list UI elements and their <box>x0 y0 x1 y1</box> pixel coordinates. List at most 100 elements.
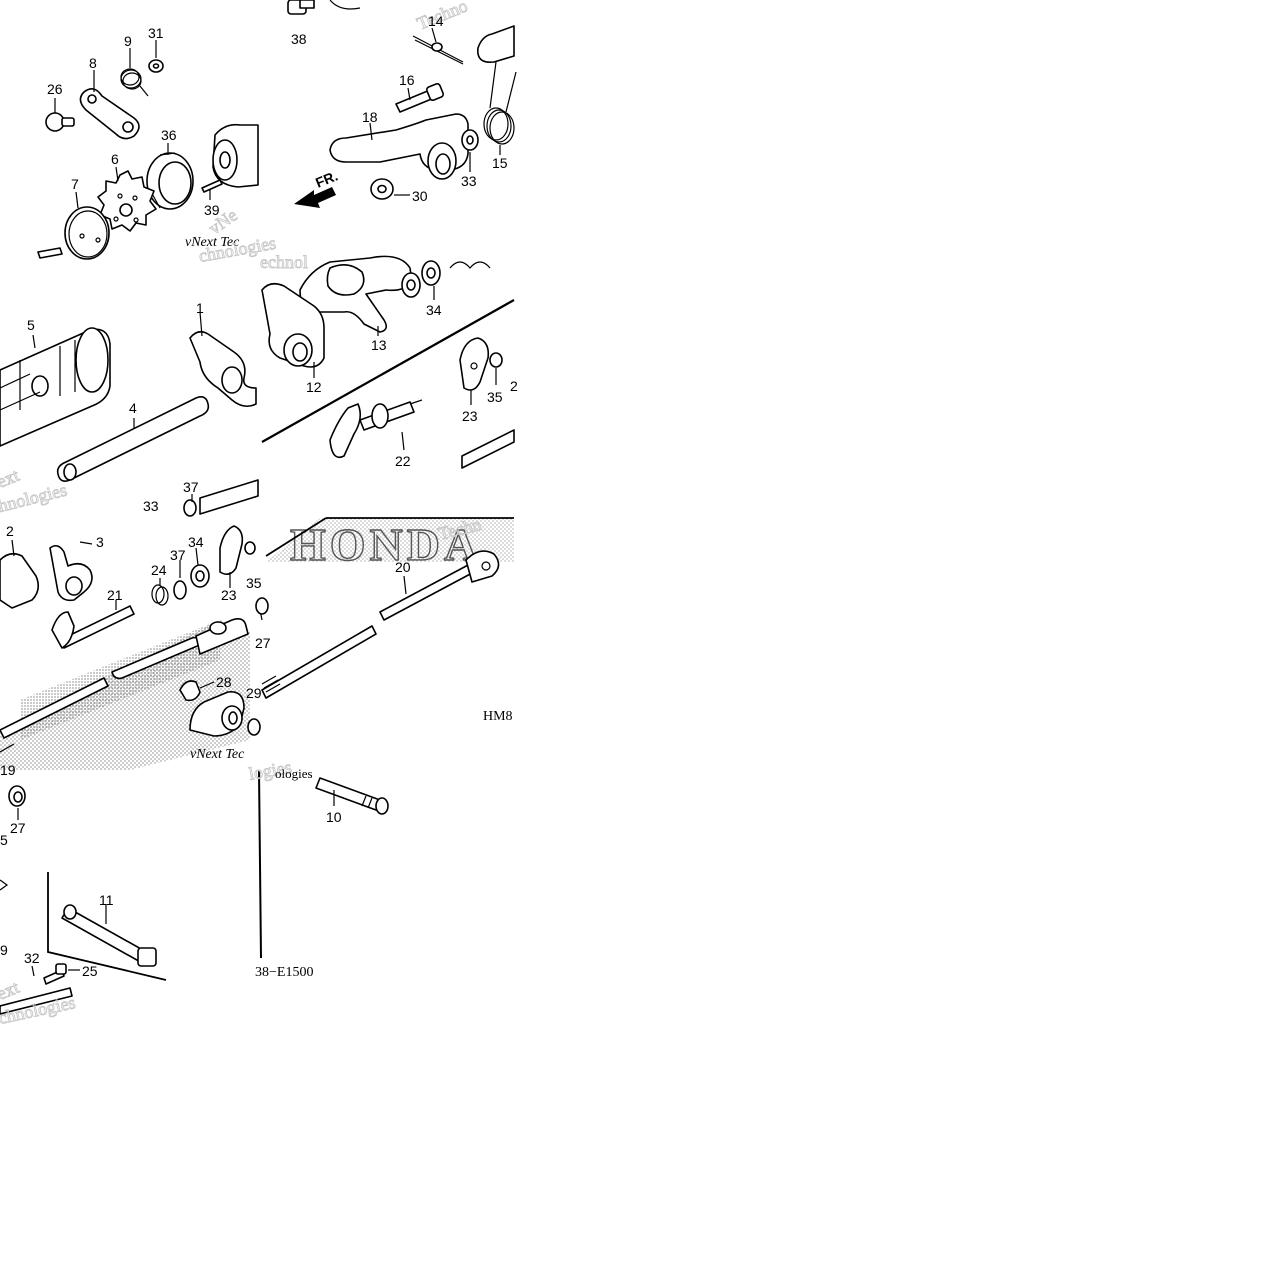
shaft-pair-part <box>111 618 249 680</box>
callout-37b: 37 <box>170 547 186 563</box>
callout-23: 23 <box>462 408 478 424</box>
callout-11: 11 <box>99 892 114 908</box>
callout-4: 4 <box>129 400 137 416</box>
tile-top-middle <box>287 0 517 208</box>
washer-35b-partial-part <box>244 541 256 555</box>
washer-37-34-part <box>173 547 210 600</box>
callout-28: 28 <box>216 674 232 690</box>
callout-13: 13 <box>371 337 387 353</box>
fork-1-part <box>189 311 257 408</box>
callout-labels: 38 14 31 9 8 26 36 6 7 39 16 18 33 15 30… <box>0 13 518 980</box>
callout-32: 32 <box>24 950 40 966</box>
watermark-text: echnol <box>260 252 308 272</box>
washer-27-partial-part <box>255 597 269 615</box>
honda-logo: HONDA <box>266 518 514 571</box>
spring-9-part <box>120 68 149 97</box>
honda-logo-text: HONDA <box>290 519 481 570</box>
front-arrow-label: FR. <box>313 167 340 190</box>
stud-16-part <box>395 82 445 113</box>
spring-15-part <box>483 61 517 155</box>
callout-22: 22 <box>395 453 411 469</box>
callout-35: 35 <box>487 389 503 405</box>
bolt-38-part <box>287 0 361 15</box>
drum-partial-part <box>212 123 259 188</box>
divider-line <box>261 299 515 443</box>
tile-bottom-left <box>0 525 250 770</box>
star-plate-6-part <box>97 170 157 232</box>
frame-vertical-line <box>258 770 262 959</box>
bolt-26-part <box>45 112 75 132</box>
tile-lower-left <box>0 785 167 1015</box>
honda-logo-underline <box>265 517 327 557</box>
front-arrow-icon <box>294 187 336 208</box>
fork-3-part <box>49 541 93 602</box>
callout-10: 10 <box>326 809 342 825</box>
clip-28-part <box>179 680 215 702</box>
shaft-4-part <box>56 396 210 482</box>
callout-27b: 27 <box>10 820 26 836</box>
callout-3: 3 <box>96 534 104 550</box>
spring-24-part <box>151 578 169 606</box>
tile-top-left <box>37 40 259 260</box>
washer-34-part <box>401 260 491 300</box>
callout-21: 21 <box>107 587 123 603</box>
callout-15: 15 <box>492 155 508 171</box>
callout-16: 16 <box>399 72 415 88</box>
callout-31: 31 <box>148 25 164 41</box>
shaft-21-part <box>51 600 135 649</box>
tile-lower-center <box>258 770 389 959</box>
callout-33: 33 <box>461 173 477 189</box>
washer-33-part <box>461 129 479 172</box>
arrow-mark <box>0 879 9 891</box>
callout-19: 19 <box>0 762 16 778</box>
callout-34: 34 <box>426 302 442 318</box>
plate-13-part <box>299 255 413 336</box>
washer-31-part <box>148 59 164 73</box>
gasket-7-part <box>64 206 110 260</box>
callout-29: 29 <box>246 685 262 701</box>
shaft-11-frame <box>47 872 167 981</box>
bracket-12-part <box>261 282 325 378</box>
callout-2b: 2 <box>6 523 14 539</box>
callout-12: 12 <box>306 379 322 395</box>
shaft-partial-part <box>183 479 259 517</box>
shift-arm-bottom-part <box>189 691 245 737</box>
watermark-text: ext <box>0 977 22 1004</box>
callout-27: 27 <box>255 635 271 651</box>
tile-middle-left <box>0 311 259 517</box>
plate-23-part <box>459 337 490 405</box>
callout-23b: 23 <box>221 587 237 603</box>
callout-7: 7 <box>71 176 79 192</box>
watermark-text: vNext Tec <box>190 747 245 762</box>
diagram-code-fragment: HM8 <box>483 709 513 724</box>
callout-1: 1 <box>196 300 204 316</box>
tile1-leaders <box>54 40 211 209</box>
tile-bottom-center: HONDA <box>244 517 514 736</box>
spline-shaft-32-part <box>0 987 73 1015</box>
callout-14: 14 <box>428 13 444 29</box>
callout-6: 6 <box>111 151 119 167</box>
cap-27-part <box>8 785 26 820</box>
callout-33b: 33 <box>143 498 159 514</box>
callout-5b: 5 <box>0 832 8 848</box>
callout-37: 37 <box>183 479 199 495</box>
shift-lever-18-part <box>329 113 469 180</box>
washer-30-part <box>370 178 410 200</box>
fork-2-part <box>0 539 40 609</box>
callout-34b: 34 <box>188 534 204 550</box>
plate-23b-part <box>219 525 244 588</box>
spline-shaft-19-part <box>0 677 109 739</box>
callout-35b: 35 <box>246 575 262 591</box>
watermark-text: ext <box>0 465 22 492</box>
spline-shaft-partial-part <box>461 429 515 469</box>
callout-20: 20 <box>395 559 411 575</box>
callout-18: 18 <box>362 109 378 125</box>
bolt-partial-part <box>37 247 63 259</box>
callout-26: 26 <box>47 81 63 97</box>
watermark-text: ologies <box>275 766 313 781</box>
pin-39-part <box>201 179 223 193</box>
washer-29-partial-part <box>247 718 261 736</box>
spring-pin-14-part <box>412 27 464 65</box>
bolt-25-part <box>43 963 80 985</box>
shaft-10-part <box>315 777 389 815</box>
